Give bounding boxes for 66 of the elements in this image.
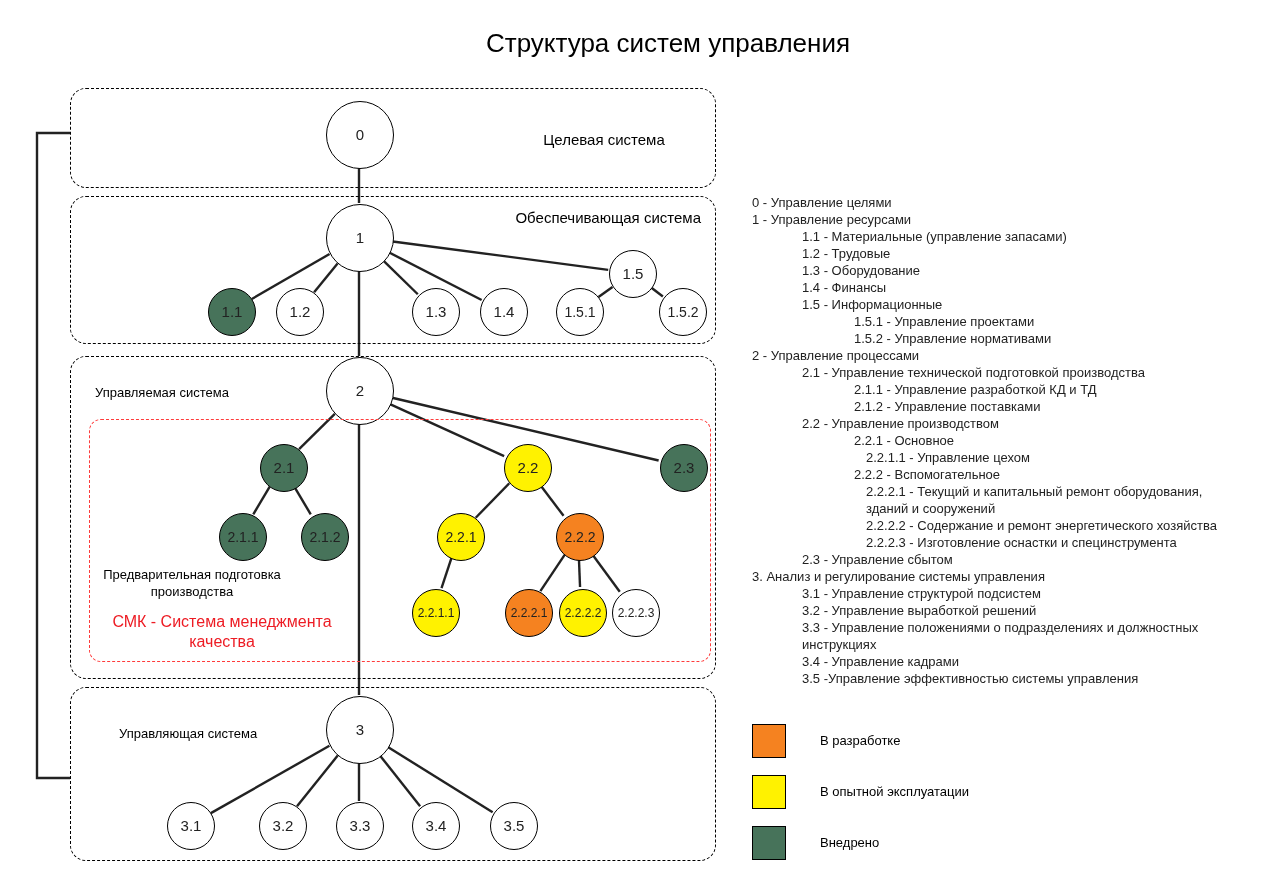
list-item: 1.1 - Материальные (управление запасами) [802,228,1068,245]
band-title: Управляемая система [95,384,229,402]
list-item: 1.3 - Оборудование [802,262,922,279]
list-item: 2.2.2.3 - Изготовление оснастки и специнструмента [866,534,1178,551]
list-item: 3.5 -Управление эффективностью системы управления [802,670,1140,687]
connector-line [293,486,312,515]
system-band [70,196,716,344]
group-frame [89,419,711,662]
diagram-title: Структура систем управления [484,27,852,60]
list-item: 2.3 - Управление сбытом [802,551,954,568]
list-item: 1.5.1 - Управление проектами [854,313,1036,330]
list-item: 2 - Управление процессами [752,347,921,364]
group-caption: Предварительная подготовка производства [102,566,282,600]
list-item: 2.1.2 - Управление поставками [854,398,1042,415]
connector-line [440,557,453,589]
connector-line [298,413,336,450]
connector-line [252,486,271,515]
list-item: 3.3 - Управление положениями о подразделениях и должностных инструкциях [802,619,1200,653]
list-item: 3.1 - Управление структурой подсистем [802,585,1042,602]
system-band [70,356,716,679]
system-band [70,88,716,188]
list-item: 3. Анализ и регулирование системы управления [752,568,1046,585]
list-item: 2.2.2 - Вспомогательное [854,466,1002,483]
list-item: 2.2 - Управление производством [802,415,1000,432]
list-item: 1 - Управление ресурсами [752,211,913,228]
connector-line [474,482,511,519]
list-item: 3.4 - Управление кадрами [802,653,960,670]
group-title: СМК - Система менеджмента качества [111,612,333,652]
connector-line [387,745,494,814]
legend-label: Внедрено [820,834,880,853]
band-title: Обеспечивающая система [515,208,701,228]
connector-line [313,262,339,294]
connector-line [597,286,614,298]
band-title: Управляющая система [119,725,258,743]
connector-line [357,763,361,801]
list-item: 1.5 - Информационные [802,296,944,313]
connector-line [210,744,331,815]
connector-line [357,168,361,203]
connector-line [389,403,505,458]
list-item: 1.2 - Трудовые [802,245,892,262]
connector-line [35,131,70,780]
list-item: 2.2.2.1 - Текущий и капитальный ремонт оборудования, зданий и сооружений [866,483,1204,517]
list-item: 2.1 - Управление технической подготовкой производства [802,364,1146,381]
connector-line [392,240,609,272]
system-band [70,687,716,861]
legend-label: В опытной эксплуатации [820,783,970,802]
list-item: 2.1.1 - Управление разработкой КД и ТД [854,381,1098,398]
list-item: 1.4 - Финансы [802,279,888,296]
band-title: Целевая система [542,130,666,150]
list-item: 2.2.1.1 - Управление цехом [866,449,1031,466]
list-item: 3.2 - Управление выработкой решений [802,602,1038,619]
list-item: 2.2.2.2 - Содержание и ремонт энергетического хозяйства [866,517,1218,534]
connector-line [379,754,422,807]
list-item: 2.2.1 - Основное [854,432,956,449]
connector-line [296,754,339,808]
connector-line [539,554,566,592]
connector-line [591,553,621,593]
connector-line [251,253,331,301]
list-item: 0 - Управление целями [752,194,893,211]
legend-label: В разработке [820,732,901,751]
connector-line [382,259,419,296]
connector-line [539,484,565,517]
list-item: 1.5.2 - Управление нормативами [854,330,1053,347]
connector-line [357,424,361,695]
connector-line [357,271,361,356]
connector-line [388,251,483,302]
